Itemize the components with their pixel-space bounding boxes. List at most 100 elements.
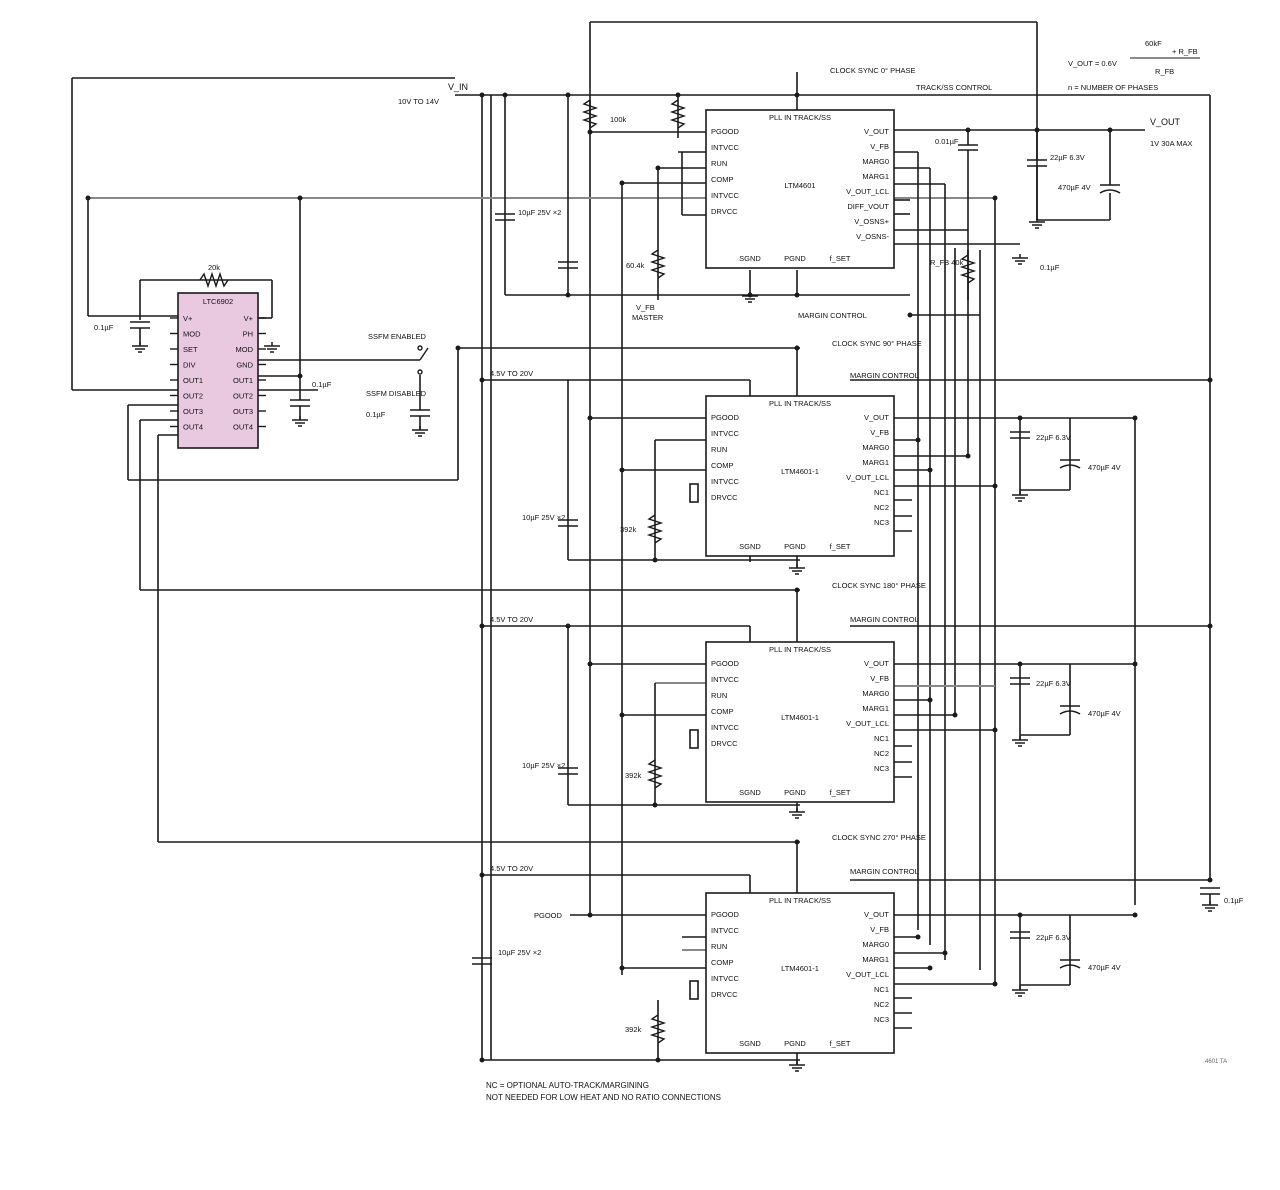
module-pin-right: NC3	[874, 1015, 889, 1024]
module-pin-right: V_FB	[870, 142, 889, 151]
phase-label-2: CLOCK SYNC 180° PHASE	[832, 581, 926, 590]
wiring	[71, 21, 1211, 1065]
module-part-number: LTM4601-1	[781, 713, 819, 722]
margin-label-1: MARGIN CONTROL	[850, 371, 919, 380]
slave2-rset-label: 392k	[625, 771, 642, 780]
track-label: TRACK/SS CONTROL	[916, 83, 992, 92]
clock-pin-left: V+	[183, 314, 193, 323]
clock-pin-right: OUT4	[233, 423, 253, 432]
note-line-1: NC = OPTIONAL AUTO-TRACK/MARGINING	[486, 1081, 649, 1090]
pgood-label: PGOOD	[534, 911, 563, 920]
clock-pin-left: OUT2	[183, 392, 203, 401]
power-module-0: PLL IN TRACK/SSLTM4601PGOODINTVCCRUNCOMP…	[705, 109, 895, 269]
formula-tail: + R_FB	[1172, 47, 1198, 56]
clock-pin-left: OUT1	[183, 376, 203, 385]
formula-numerator: 60kF	[1145, 39, 1162, 48]
module-pin-left: INTVCC	[711, 926, 740, 935]
clock-cap-label: 0.1µF	[94, 323, 114, 332]
module-pin-bottom: PGND	[784, 254, 806, 263]
module-pin-right: MARG1	[862, 955, 889, 964]
module-pin-bottom: PGND	[784, 1039, 806, 1048]
clock-pin-right: GND	[236, 361, 253, 370]
module-pin-right: MARG1	[862, 172, 889, 181]
module-pin-right: V_FB	[870, 674, 889, 683]
cin-slave2-label: 10µF 25V ×2	[522, 761, 565, 770]
vout-spec: 1V 30A MAX	[1150, 139, 1193, 148]
clock-resistor-symbol	[199, 271, 229, 289]
soft-cap-label: 0.1µF	[366, 410, 386, 419]
module-pin-left: RUN	[711, 691, 727, 700]
slave1-rset-label: 392k	[620, 525, 637, 534]
clock-pin-left: DIV	[183, 361, 196, 370]
slave3-rset-label: 392k	[625, 1025, 642, 1034]
module-pin-left: INTVCC	[711, 429, 740, 438]
ground-icon	[789, 1061, 805, 1072]
module-pin-right: MARG1	[862, 458, 889, 467]
module-pin-right: MARG0	[862, 689, 889, 698]
module-pin-bottom: PGND	[784, 788, 806, 797]
clock-cap2-label: 0.1µF	[312, 380, 332, 389]
jumper-symbol	[689, 980, 699, 1000]
cout-ceramic-slave1: 22µF 6.3V	[1036, 433, 1071, 442]
cin-master-label: 10µF 25V ×2	[518, 208, 561, 217]
cin-slave1-label: 10µF 25V ×2	[522, 513, 565, 522]
clock-pin-right: V+	[244, 314, 254, 323]
module-pin-left: COMP	[711, 461, 734, 470]
vfb-sub-label: MASTER	[632, 313, 664, 322]
module-pin-right: V_OUT_LCL	[846, 473, 889, 482]
ground-icon	[1012, 254, 1028, 265]
note-line-2: NOT NEEDED FOR LOW HEAT AND NO RATIO CON…	[486, 1093, 721, 1102]
jumper-symbol	[689, 729, 699, 749]
module-part-number: LTM4601-1	[781, 964, 819, 973]
margin-label-2: MARGIN CONTROL	[850, 615, 919, 624]
ground-icon	[1012, 736, 1028, 747]
input-capacitor-symbols	[472, 213, 578, 965]
module-pin-right: NC3	[874, 764, 889, 773]
module-title: PLL IN TRACK/SS	[769, 113, 831, 122]
module-pin-left: COMP	[711, 707, 734, 716]
ground-icon	[132, 342, 148, 353]
module-pin-right: V_OUT	[864, 127, 889, 136]
power-module-3: PLL IN TRACK/SSLTM4601-1PGOODINTVCCRUNCO…	[689, 892, 895, 1054]
module-pin-left: DRVCC	[711, 493, 738, 502]
module-pin-bottom: f_SET	[830, 1039, 851, 1048]
ground-icon	[1202, 901, 1218, 912]
ground-icon	[1012, 986, 1028, 997]
module-pin-right: MARG0	[862, 443, 889, 452]
clock-pin-right: PH	[243, 330, 253, 339]
module-pin-right: MARG1	[862, 704, 889, 713]
ground-icon	[742, 292, 758, 303]
clock-pin-right: OUT3	[233, 407, 253, 416]
module-title: PLL IN TRACK/SS	[769, 645, 831, 654]
clock-pin-left: SET	[183, 345, 198, 354]
clock-pin-right: OUT1	[233, 376, 253, 385]
module-pin-right: V_OUT	[864, 659, 889, 668]
module-body	[705, 109, 895, 269]
module-pin-bottom: f_SET	[830, 254, 851, 263]
formula-line: V_OUT = 0.6V	[1068, 59, 1117, 68]
module-pin-bottom: SGND	[739, 788, 761, 797]
cout-bulk-slave1: 470µF 4V	[1088, 463, 1121, 472]
vin-label: V_IN	[448, 82, 468, 92]
ground-symbols	[132, 218, 1218, 1072]
cin-slave3-label: 10µF 25V ×2	[498, 948, 541, 957]
power-modules: PLL IN TRACK/SSLTM4601PGOODINTVCCRUNCOMP…	[689, 109, 895, 1054]
figure-id: 4601 TA	[1205, 1059, 1227, 1065]
cout-ceramic-slave3: 22µF 6.3V	[1036, 933, 1071, 942]
module-title: PLL IN TRACK/SS	[769, 896, 831, 905]
clock-pin-left: OUT3	[183, 407, 203, 416]
module-pin-right: DIFF_VOUT	[847, 202, 889, 211]
clock-pin-right: MOD	[236, 345, 254, 354]
module-pin-left: PGOOD	[711, 910, 740, 919]
module-pin-left: DRVCC	[711, 739, 738, 748]
clock-resistor-label: 20k	[208, 263, 220, 272]
module-pin-left: PGOOD	[711, 659, 740, 668]
jumper-symbol	[689, 483, 699, 503]
clock-pin-left: MOD	[183, 330, 201, 339]
module-pin-right: NC2	[874, 1000, 889, 1009]
power-module-1: PLL IN TRACK/SSLTM4601-1PGOODINTVCCRUNCO…	[689, 395, 895, 557]
vin-range: 10V TO 14V	[398, 97, 439, 106]
cout-bulk-slave3: 470µF 4V	[1088, 963, 1121, 972]
clock-pin-right: OUT2	[233, 392, 253, 401]
